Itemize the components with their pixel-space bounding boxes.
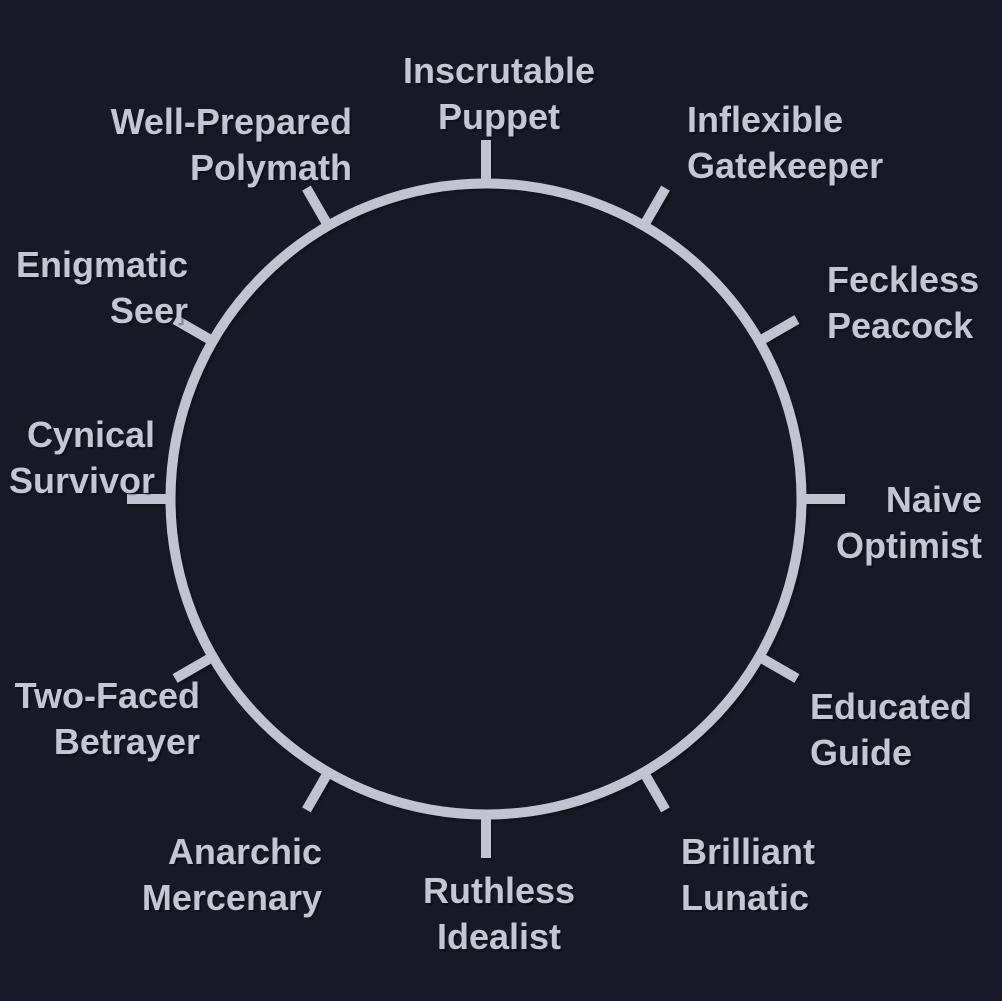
label-naive-optimist: Naive Optimist bbox=[835, 479, 982, 566]
tick-mark-11 bbox=[302, 185, 334, 230]
label-brilliant-lunatic: Brilliant Lunatic bbox=[681, 831, 816, 918]
label-anarchic-mercenary: Anarchic Mercenary bbox=[141, 831, 322, 918]
tick-mark-5 bbox=[638, 768, 670, 813]
tick-mark-10 bbox=[172, 315, 217, 347]
label-ruthless-idealist: Ruthless Idealist bbox=[422, 870, 576, 957]
tick-mark-4 bbox=[755, 651, 800, 683]
tick-marks-group bbox=[127, 140, 845, 858]
label-feckless-peacock: Feckless Peacock bbox=[827, 259, 980, 346]
tick-mark-8 bbox=[172, 651, 217, 683]
label-inflexible-gatekeeper: Inflexible Gatekeeper bbox=[687, 99, 884, 186]
label-well-prepared-polymath: Well-Prepared Polymath bbox=[110, 101, 352, 188]
label-educated-guide: Educated Guide bbox=[810, 686, 973, 773]
tick-mark-7 bbox=[302, 768, 334, 813]
tick-mark-2 bbox=[755, 315, 800, 347]
label-cynical-survivor: Cynical Survivor bbox=[8, 414, 155, 501]
label-enigmatic-seer: Enigmatic Seer bbox=[15, 244, 188, 331]
tick-mark-1 bbox=[638, 185, 670, 230]
label-two-faced-betrayer: Two-Faced Betrayer bbox=[14, 675, 200, 762]
label-inscrutable-puppet: Inscrutable Puppet bbox=[402, 50, 596, 137]
wheel-circle bbox=[165, 178, 807, 820]
